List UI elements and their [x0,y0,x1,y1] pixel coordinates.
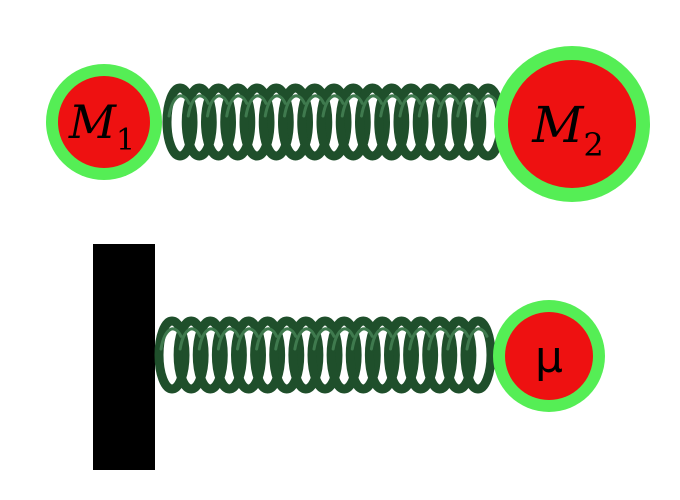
spring-top-coil [239,83,275,161]
spring-top-coil-highlight [302,94,326,118]
spring-bottom-coil-highlight [350,327,374,351]
mass-2-body [508,60,636,188]
spring-top-coil [451,83,487,161]
spring-bottom [154,316,496,394]
spring-top-coil [432,83,467,161]
mass-2-label: M2 [531,96,604,164]
spring-bottom-coil [364,316,400,394]
spring-top-coil [162,83,198,161]
reduced-mass-system: μ [93,244,605,470]
spring-bottom-coil-highlight [255,327,279,351]
spring-top-coil-highlight [417,94,441,118]
spring-bottom-coil [288,316,324,394]
reduced-mass: μ [493,300,605,412]
spring-bottom-coil [231,316,266,394]
spring-top-coil [258,83,294,161]
spring-top-coil [181,83,217,161]
spring-bottom-coil-highlight [389,327,412,351]
spring-top-coil-highlight [186,94,210,118]
spring-top-coil-highlight [283,94,306,118]
spring-bottom-coil [460,316,496,394]
spring-bottom-coil-highlight [465,327,489,351]
spring-top-coil [393,83,429,161]
mass-2: M2 [494,46,650,202]
spring-top-coil-highlight [340,94,364,118]
spring-bottom-coil [269,316,305,394]
spring-bottom-coil [422,316,458,394]
spring-bottom-coil [326,316,362,394]
spring-top-coil-highlight [263,94,287,118]
spring-top-coil [316,83,352,161]
spring-bottom-coil [173,316,209,394]
spring-bottom-coil [384,316,419,394]
spring-bottom-coil-highlight [197,327,221,351]
spring-bottom-coil-highlight [159,327,183,351]
wall [93,244,155,470]
spring-top-coil-highlight [456,94,480,118]
spring-top-coil-highlight [167,94,191,118]
spring-bottom-coil [250,316,286,394]
spring-bottom-coil-highlight [236,327,259,351]
spring-top-coil-highlight [379,94,403,118]
spring-top-coil [278,83,313,161]
spring-top-coil-highlight [206,94,229,118]
spring-top-coil [412,83,448,161]
spring-bottom-coil-highlight [408,327,432,351]
spring-bottom-coil-highlight [427,327,451,351]
mass-1-body [58,76,150,168]
spring-top-coil [297,83,333,161]
spring-bottom-coil [154,316,190,394]
reduced-mass-label: μ [535,332,563,383]
spring-bottom-coil [403,316,439,394]
spring-bottom-coil-highlight [446,327,470,351]
spring-top-coil-highlight [225,94,249,118]
mass-1-label: M1 [68,95,135,158]
spring-bottom-coil-highlight [178,327,202,351]
spring-bottom-coil-highlight [216,327,240,351]
spring-top-coil-highlight [244,94,268,118]
spring-bottom-coil [211,316,247,394]
spring-bottom-coil-highlight [312,327,336,351]
mass-1: M1 [46,64,162,180]
spring-bottom-coil-highlight [369,327,393,351]
spring-top-coil-highlight [398,94,422,118]
spring-bottom-coil-highlight [274,327,298,351]
spring-top-coil [374,83,410,161]
two-body-system: M1 M2 [46,46,650,202]
spring-top-coil-highlight [360,94,383,118]
spring-bottom-coil-highlight [293,327,317,351]
spring-bottom-coil [307,316,343,394]
spring-top [162,83,506,161]
spring-top-coil-highlight [437,94,460,118]
spring-top-coil-highlight [475,94,499,118]
spring-bottom-coil [192,316,228,394]
spring-top-coil [355,83,390,161]
spring-bottom-coil-highlight [331,327,355,351]
spring-top-coil-highlight [321,94,345,118]
spring-bottom-coil [345,316,381,394]
spring-bottom-coil [441,316,477,394]
spring-top-coil [201,83,236,161]
reduced-mass-body [505,312,593,400]
spring-top-coil [220,83,256,161]
spring-top-coil [335,83,371,161]
